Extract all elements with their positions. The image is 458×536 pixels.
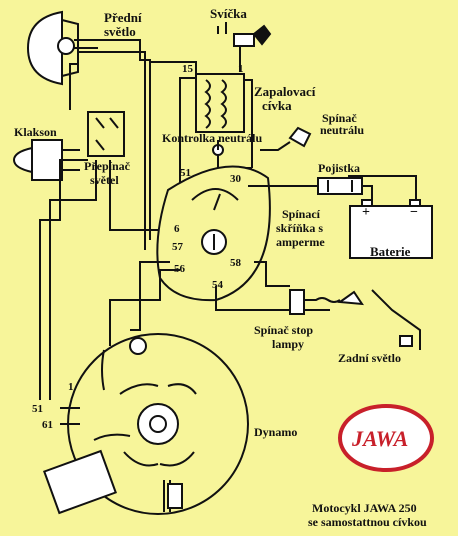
battery-label: Baterie <box>370 244 411 259</box>
jawa-logo: JAWA <box>351 426 408 451</box>
horn-label: Klakson <box>14 125 57 139</box>
headlight-label-2: světlo <box>104 24 136 39</box>
ignition-coil-label-1: Zapalovací <box>254 84 316 99</box>
terminal-58: 58 <box>230 257 242 269</box>
switch-box-label-3: amperme <box>276 235 325 249</box>
caption-line-1: Motocykl JAWA 250 <box>312 501 417 515</box>
tail-light-label: Zadní světlo <box>338 351 401 365</box>
fuse-label: Pojistka <box>318 161 360 175</box>
dynamo-label: Dynamo <box>254 425 297 439</box>
dynamo-terminal-61: 61 <box>42 419 53 431</box>
spark-plug-label: Svíčka <box>210 6 247 21</box>
terminal-54: 54 <box>212 279 224 291</box>
headlight-label-1: Přední <box>104 10 142 25</box>
terminal-30: 30 <box>230 173 242 185</box>
light-switch-label-1: Přepínač <box>84 159 131 173</box>
caption-line-2: se samostattnou cívkou <box>308 515 427 529</box>
ignition-coil-label-2: cívka <box>262 98 292 113</box>
dynamo-terminal-1: 1 <box>68 381 74 393</box>
terminal-15: 15 <box>182 63 194 75</box>
neutral-lamp-label: Kontrolka neutrálu <box>162 131 262 145</box>
stop-switch-label-2: lampy <box>272 337 304 351</box>
terminal-51: 51 <box>180 167 191 179</box>
neutral-switch-label-2: neutrálu <box>320 123 364 137</box>
switch-box-label-2: skříňka s <box>276 221 323 235</box>
battery-minus: − <box>410 205 418 220</box>
wires <box>12 10 434 515</box>
battery-plus: + <box>362 205 370 220</box>
terminal-57: 57 <box>172 241 184 253</box>
terminal-1: 1 <box>238 63 244 75</box>
neutral-switch-label-1: Spínač <box>322 111 357 125</box>
switch-box-label-1: Spínací <box>282 207 321 221</box>
stop-switch-label-1: Spínač stop <box>254 323 313 337</box>
dynamo-terminal-51: 51 <box>32 403 43 415</box>
terminal-56: 56 <box>174 263 186 275</box>
light-switch-label-2: světel <box>90 173 119 187</box>
terminal-6: 6 <box>174 223 180 235</box>
